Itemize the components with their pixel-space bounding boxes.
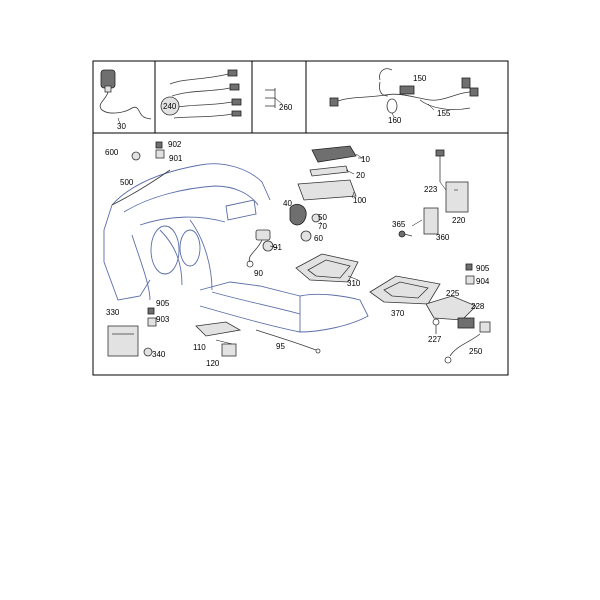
part-bracket-360: [398, 207, 439, 238]
callout-160: 160: [388, 116, 402, 125]
callout-500: 500: [120, 178, 134, 187]
callout-10: 10: [361, 155, 370, 164]
part-control-unit-330: [107, 307, 157, 357]
callout-901: 901: [169, 154, 183, 163]
callout-903: 903: [156, 315, 170, 324]
callout-91: 91: [273, 243, 282, 252]
callout-260: 260: [279, 103, 293, 112]
callout-905-top: 905: [476, 264, 490, 273]
callout-220: 220: [452, 216, 466, 225]
callout-310: 310: [347, 279, 361, 288]
callout-365: 365: [392, 220, 406, 229]
callout-902: 902: [168, 140, 182, 149]
part-dashboard: [103, 163, 369, 333]
part-wiring-harness: [329, 68, 479, 118]
callout-30: 30: [117, 122, 126, 131]
part-adapter: [265, 88, 283, 108]
callout-155: 155: [437, 109, 451, 118]
part-screws-905-904: [465, 263, 475, 285]
callout-223: 223: [424, 185, 438, 194]
part-charger: [99, 69, 152, 125]
callout-110: 110: [193, 343, 206, 352]
part-receiver-unit: [425, 295, 491, 364]
part-microphone: [246, 229, 274, 268]
callout-905-left: 905: [156, 299, 170, 308]
callout-50: 50: [318, 213, 327, 222]
part-phone-set: [297, 145, 363, 201]
callout-240: 240: [163, 102, 177, 111]
callout-227: 227: [428, 335, 442, 344]
leader-lines: [215, 157, 458, 345]
part-storage-tray: [295, 253, 359, 283]
part-holder-bracket: [289, 203, 321, 242]
callout-370: 370: [391, 309, 405, 318]
callout-360: 360: [436, 233, 450, 242]
diagram-frame: [92, 60, 509, 376]
part-cable-set: [160, 69, 242, 119]
callout-904: 904: [476, 277, 490, 286]
callout-90: 90: [254, 269, 263, 278]
callout-40: 40: [283, 199, 292, 208]
callout-225: 225: [446, 289, 460, 298]
callout-120: 120: [206, 359, 220, 368]
callout-228: 228: [471, 302, 485, 311]
callout-60: 60: [314, 234, 323, 243]
part-tray-insert: [369, 275, 441, 305]
part-control-module: [435, 149, 469, 213]
callout-70: 70: [318, 222, 327, 231]
callout-600: 600: [105, 148, 119, 157]
callout-250: 250: [469, 347, 483, 356]
callout-330: 330: [106, 308, 120, 317]
callout-95: 95: [276, 342, 285, 351]
part-trim-and-cable: [195, 321, 321, 357]
callout-150: 150: [413, 74, 427, 83]
callout-20: 20: [356, 171, 365, 180]
part-tweeter-500: [111, 141, 171, 206]
callout-100: 100: [353, 196, 367, 205]
callout-340: 340: [152, 350, 166, 359]
